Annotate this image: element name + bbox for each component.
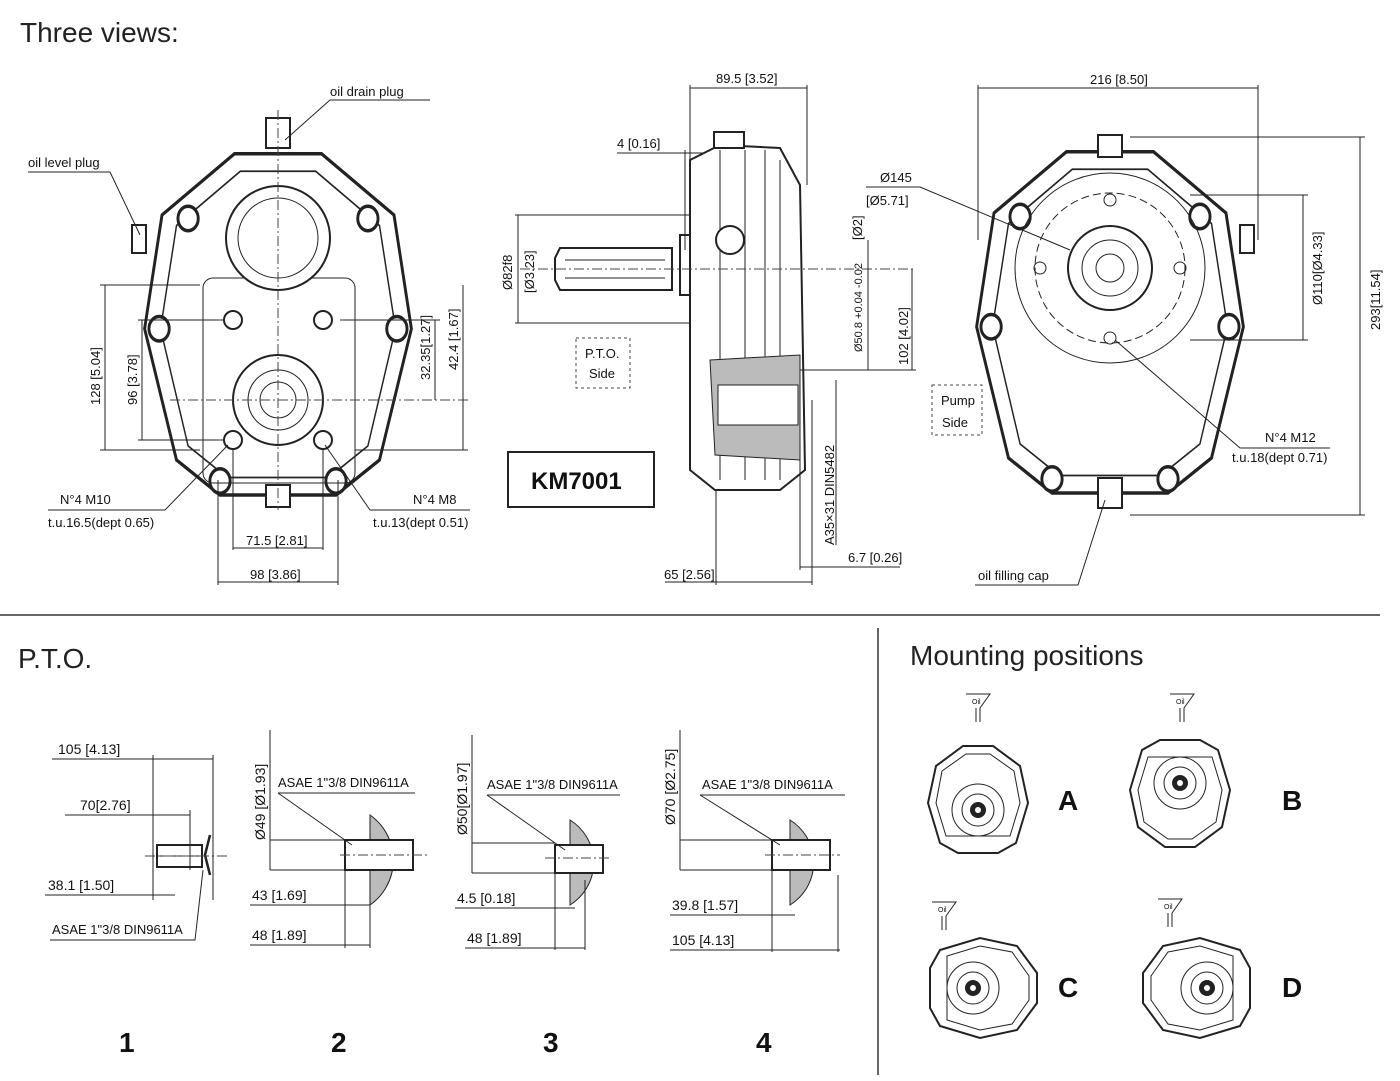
oil-label-c: Oil	[938, 907, 947, 914]
dia-145: Ø145	[880, 170, 912, 185]
dia-110: Ø110[Ø4.33]	[1310, 232, 1325, 305]
pto4-diameter: Ø70 [Ø2.75]	[662, 749, 678, 825]
position-letter-a: A	[1058, 785, 1078, 816]
spline-spec: A35×31 DIN5482	[822, 445, 837, 545]
dim-4: 4 [0.16]	[617, 136, 660, 151]
pto-side-label-1: P.T.O.	[585, 346, 619, 361]
pto2-diameter: Ø49 [Ø1.93]	[252, 764, 268, 840]
dia-145-inch: [Ø5.71]	[866, 193, 909, 208]
oil-label-d: Oil	[1164, 904, 1173, 911]
pto-option-2: Ø49 [Ø1.93] ASAE 1"3/8 DIN9611A 43 [1.69…	[250, 730, 430, 1058]
dim-293: 293[11.54]	[1368, 270, 1383, 330]
mounting-position-c: Oil C	[929, 901, 1078, 1039]
three-views-heading: Three views:	[20, 17, 179, 48]
dim-6-7: 6.7 [0.26]	[848, 550, 902, 565]
dim-71-5: 71.5 [2.81]	[246, 533, 307, 548]
mounting-position-a: Oil A	[927, 693, 1078, 854]
pump-side-label-2: Side	[942, 415, 968, 430]
pto3-dim-4-5: 4.5 [0.18]	[457, 890, 515, 906]
pto3-number: 3	[543, 1027, 559, 1058]
mounting-positions-heading: Mounting positions	[910, 640, 1143, 671]
pto4-number: 4	[756, 1027, 772, 1058]
pto1-dim-105: 105 [4.13]	[58, 741, 120, 757]
pto1-number: 1	[119, 1027, 135, 1058]
pto3-dim-48: 48 [1.89]	[467, 930, 522, 946]
pto2-dim-43: 43 [1.69]	[252, 887, 307, 903]
pto4-spec: ASAE 1"3/8 DIN9611A	[702, 777, 833, 792]
dim-42-4: 42.4 [1.67]	[446, 309, 461, 370]
front-view: oil drain plug oil level plug 128 [5.04]…	[28, 84, 470, 585]
pto1-dim-38: 38.1 [1.50]	[48, 877, 114, 893]
pump-side-label-1: Pump	[941, 393, 975, 408]
model-box	[507, 451, 655, 508]
model-number: KM7001	[531, 468, 622, 495]
dim-96: 96 [3.78]	[125, 354, 140, 405]
dia-82-inch: [Ø3.23]	[522, 250, 537, 293]
oil-level-plug-label: oil level plug	[28, 155, 100, 170]
pto-heading: P.T.O.	[18, 643, 92, 674]
pto-option-1: 105 [4.13] 70[2.76] 38.1 [1.50] ASAE 1"3…	[45, 741, 230, 1058]
pto2-spec: ASAE 1"3/8 DIN9611A	[278, 775, 409, 790]
oil-label-a: Oil	[972, 699, 981, 706]
pto4-dim-105: 105 [4.13]	[672, 932, 734, 948]
dim-98: 98 [3.86]	[250, 567, 301, 582]
oil-label-b: Oil	[1176, 699, 1185, 706]
pto1-spec: ASAE 1"3/8 DIN9611A	[52, 922, 183, 937]
m12-label: N°4 M12	[1265, 430, 1316, 445]
m8-thread-label: t.u.13(dept 0.51)	[373, 515, 468, 530]
mounting-position-d: Oil D	[1142, 898, 1302, 1039]
dim-65: 65 [2.56]	[664, 567, 715, 582]
pto-side-label-2: Side	[589, 366, 615, 381]
dim-216: 216 [8.50]	[1090, 72, 1148, 87]
pump-side-box	[931, 384, 983, 436]
pto-option-3: Ø50[Ø1.97] ASAE 1"3/8 DIN9611A 4.5 [0.18…	[454, 735, 620, 1058]
dim-32-35: 32.35[1.27]	[418, 315, 433, 380]
rear-view: 216 [8.50] Ø145 [Ø5.71] Ø110[Ø4.33] 293[…	[866, 72, 1383, 586]
position-letter-d: D	[1282, 972, 1302, 1003]
mounting-position-b: Oil B	[1129, 693, 1302, 848]
dim-128: 128 [5.04]	[88, 347, 103, 405]
pto4-dim-39-8: 39.8 [1.57]	[672, 897, 738, 913]
dim-102: 102 [4.02]	[896, 307, 911, 365]
pto2-number: 2	[331, 1027, 347, 1058]
pto1-dim-70: 70[2.76]	[80, 797, 131, 813]
pto3-spec: ASAE 1"3/8 DIN9611A	[487, 777, 618, 792]
position-letter-b: B	[1282, 785, 1302, 816]
pto3-diameter: Ø50[Ø1.97]	[454, 763, 470, 835]
pto-side-box	[575, 337, 631, 389]
pto2-dim-48: 48 [1.89]	[252, 927, 307, 943]
m10-label: N°4 M10	[60, 492, 111, 507]
dia-50-8: Ø50.8 +0.04 -0.02	[853, 263, 865, 352]
m12-thread-label: t.u.18(dept 0.71)	[1232, 450, 1327, 465]
m10-thread-label: t.u.16.5(dept 0.65)	[48, 515, 154, 530]
dim-89-5: 89.5 [3.52]	[716, 71, 777, 86]
dia-82: Ø82f8	[500, 255, 515, 290]
position-letter-c: C	[1058, 972, 1078, 1003]
oil-filling-cap-label: oil filling cap	[978, 568, 1049, 583]
m8-label: N°4 M8	[413, 492, 457, 507]
pto-option-4: Ø70 [Ø2.75] ASAE 1"3/8 DIN9611A 39.8 [1.…	[662, 730, 845, 1058]
side-view: 89.5 [3.52] 4 [0.16] Ø82f8 [Ø3.23] P.T.O…	[500, 71, 916, 585]
oil-drain-plug-label: oil drain plug	[330, 84, 404, 99]
dia-50-8-inch: [Ø2]	[850, 215, 865, 240]
